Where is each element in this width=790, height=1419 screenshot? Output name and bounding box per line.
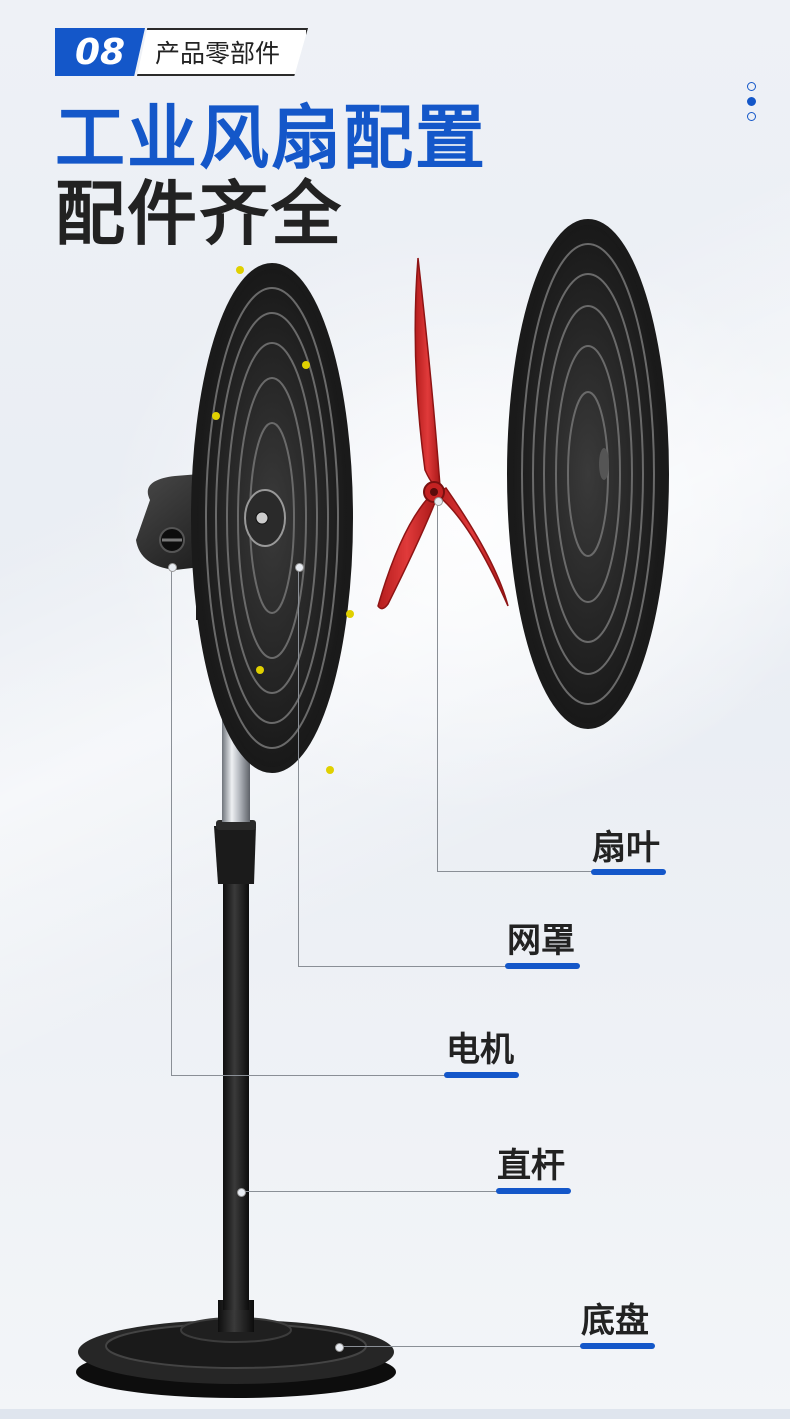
section-badge: 08 产品零部件 [55, 28, 309, 78]
leader-dot [168, 563, 177, 572]
part-label-guard: 网罩 [507, 921, 575, 961]
leader-line [437, 500, 438, 872]
page-dot[interactable] [747, 112, 756, 121]
part-label-base: 底盘 [581, 1301, 649, 1341]
label-underline [591, 869, 666, 875]
leader-dot [434, 497, 443, 506]
fan-blade-icon [377, 257, 509, 610]
label-underline [496, 1188, 571, 1194]
label-underline [505, 963, 580, 969]
label-underline [580, 1343, 655, 1349]
part-label-motor: 电机 [446, 1030, 514, 1070]
page-subtitle: 配件齐全 [55, 173, 343, 255]
leader-line [437, 871, 592, 872]
bottom-strip [0, 1409, 790, 1419]
label-underline [444, 1072, 519, 1078]
page-dot-active[interactable] [747, 97, 756, 106]
leader-dot [295, 563, 304, 572]
leader-line [171, 566, 172, 1076]
leader-line [240, 1191, 498, 1192]
leader-line [338, 1346, 582, 1347]
leader-line [298, 966, 508, 967]
page-dot[interactable] [747, 82, 756, 91]
fan-guard-icon [507, 219, 669, 729]
base-icon [76, 1300, 396, 1398]
fan-guard-assembled [191, 263, 354, 774]
part-label-pole: 直杆 [497, 1146, 565, 1186]
leader-dot [335, 1343, 344, 1352]
section-label: 产品零部件 [137, 28, 309, 76]
pagination-dots[interactable] [747, 82, 759, 127]
page-title: 工业风扇配置 [55, 97, 487, 179]
part-label-blade: 扇叶 [592, 828, 660, 868]
leader-line [171, 1075, 446, 1076]
section-number: 08 [55, 28, 145, 76]
leader-dot [237, 1188, 246, 1197]
leader-line [298, 566, 299, 967]
